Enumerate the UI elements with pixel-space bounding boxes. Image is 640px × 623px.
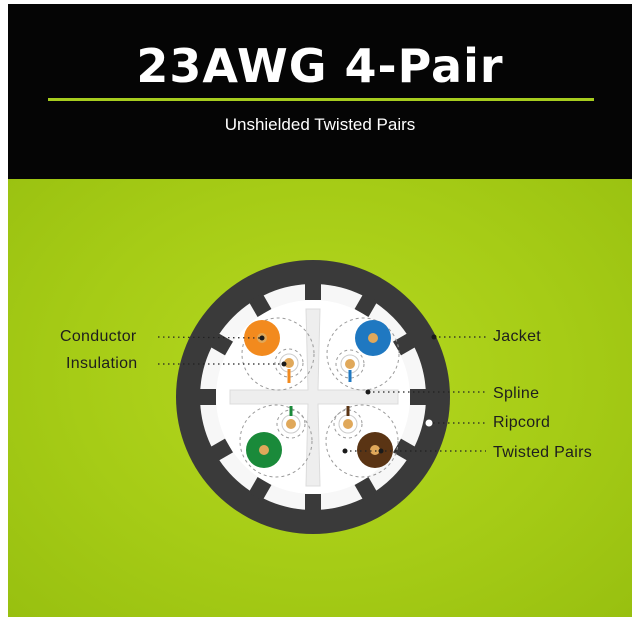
page-title: 23AWG 4-Pair bbox=[136, 39, 504, 93]
cable-spline bbox=[229, 308, 399, 487]
label-jacket: Jacket bbox=[493, 328, 542, 345]
label-conductor: Conductor bbox=[60, 328, 137, 345]
infographic: 23AWG 4-Pair Unshielded Twisted Pairs bbox=[8, 4, 632, 617]
leader-dots bbox=[259, 334, 437, 454]
ripcord-marker bbox=[424, 418, 434, 428]
label-ripcord: Ripcord bbox=[493, 414, 551, 431]
cable-cross-section bbox=[157, 260, 486, 534]
label-insulation: Insulation bbox=[66, 355, 138, 372]
title-divider bbox=[48, 98, 594, 101]
header-banner: 23AWG 4-Pair Unshielded Twisted Pairs bbox=[8, 4, 632, 179]
label-spline: Spline bbox=[493, 385, 540, 402]
twisted-pair-orange bbox=[244, 320, 299, 383]
twisted-pair-green bbox=[246, 406, 301, 468]
leader-lines bbox=[157, 336, 486, 452]
label-twisted-pairs: Twisted Pairs bbox=[493, 444, 593, 461]
twisted-pair-brown bbox=[338, 406, 393, 468]
page-subtitle: Unshielded Twisted Pairs bbox=[224, 115, 416, 134]
twisted-pair-blue bbox=[340, 320, 391, 382]
pair-outlines bbox=[239, 317, 400, 478]
